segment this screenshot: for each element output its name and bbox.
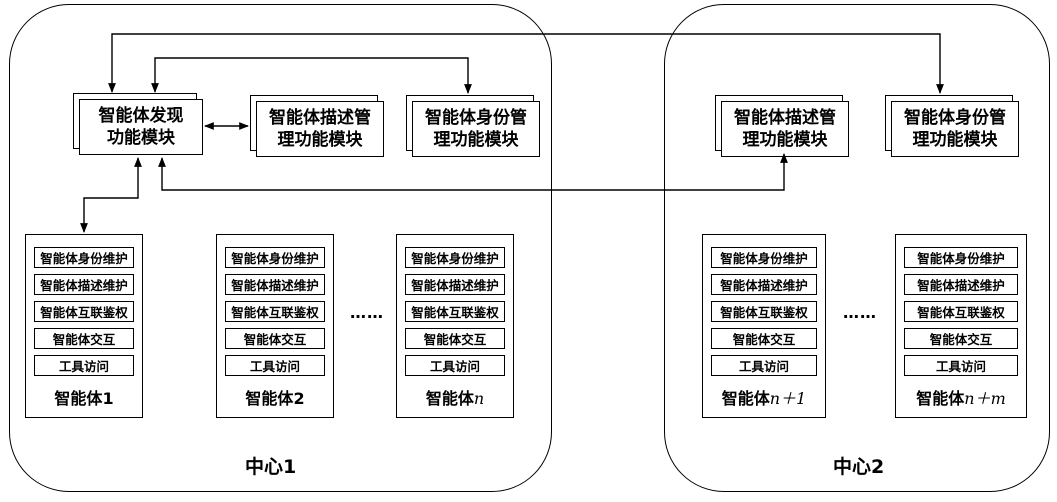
agent-function: 智能体身份维护 (711, 247, 817, 268)
agent-card: 智能体身份维护 智能体描述维护 智能体互联鉴权 智能体交互 工具访问 智能体n (396, 234, 514, 418)
agent-function: 智能体描述维护 (225, 274, 325, 295)
agent-function: 智能体交互 (405, 328, 505, 349)
agent-card: 智能体身份维护 智能体描述维护 智能体互联鉴权 智能体交互 工具访问 智能体n＋… (895, 234, 1027, 418)
agent-function: 工具访问 (904, 355, 1018, 376)
agent-label: 智能体1 (54, 389, 114, 408)
agent-function: 智能体描述维护 (904, 274, 1018, 295)
agent-function: 智能体互联鉴权 (34, 301, 134, 322)
agent-label: 智能体n (425, 389, 485, 408)
agent-function: 工具访问 (225, 355, 325, 376)
agent-function: 智能体互联鉴权 (405, 301, 505, 322)
agent-function: 智能体交互 (225, 328, 325, 349)
agent-function: 智能体交互 (711, 328, 817, 349)
agent-function: 智能体交互 (904, 328, 1018, 349)
agent-label: 智能体n＋m (916, 389, 1006, 408)
c2-identity-module: 智能体身份管 理功能模块 (891, 101, 1019, 157)
center1-label: 中心1 (245, 456, 297, 478)
agent-function: 工具访问 (34, 355, 134, 376)
agent-function: 智能体身份维护 (904, 247, 1018, 268)
agent-function: 智能体描述维护 (711, 274, 817, 295)
agent-function: 智能体描述维护 (34, 274, 134, 295)
agent-card: 智能体身份维护 智能体描述维护 智能体互联鉴权 智能体交互 工具访问 智能体2 (216, 234, 334, 418)
agent-function: 工具访问 (405, 355, 505, 376)
agent-function: 智能体描述维护 (405, 274, 505, 295)
c1-identity-module: 智能体身份管 理功能模块 (412, 101, 540, 157)
agent-function: 智能体身份维护 (225, 247, 325, 268)
connector-discovery-agent1 (80, 157, 142, 233)
agent-label: 智能体2 (245, 389, 305, 408)
connector-discovery-c2-description (158, 153, 788, 191)
agent-function: 工具访问 (711, 355, 817, 376)
ellipsis: …… (843, 303, 877, 322)
center2-label: 中心2 (833, 456, 885, 478)
connector-discovery-c2-identity (108, 33, 944, 94)
connector-discovery-c1-identity (151, 57, 472, 94)
ellipsis: …… (350, 303, 384, 322)
center1-frame (9, 4, 552, 492)
agent-function: 智能体交互 (34, 328, 134, 349)
agent-function: 智能体互联鉴权 (904, 301, 1018, 322)
agent-function: 智能体身份维护 (405, 247, 505, 268)
agent-function: 智能体身份维护 (34, 247, 134, 268)
agent-function: 智能体互联鉴权 (711, 301, 817, 322)
discovery-module: 智能体发现 功能模块 (79, 99, 203, 155)
center2-frame (664, 4, 1050, 492)
agent-label: 智能体n＋1 (721, 389, 807, 408)
agent-card: 智能体身份维护 智能体描述维护 智能体互联鉴权 智能体交互 工具访问 智能体1 (25, 234, 143, 418)
agent-card: 智能体身份维护 智能体描述维护 智能体互联鉴权 智能体交互 工具访问 智能体n＋… (702, 234, 826, 418)
agent-function: 智能体互联鉴权 (225, 301, 325, 322)
